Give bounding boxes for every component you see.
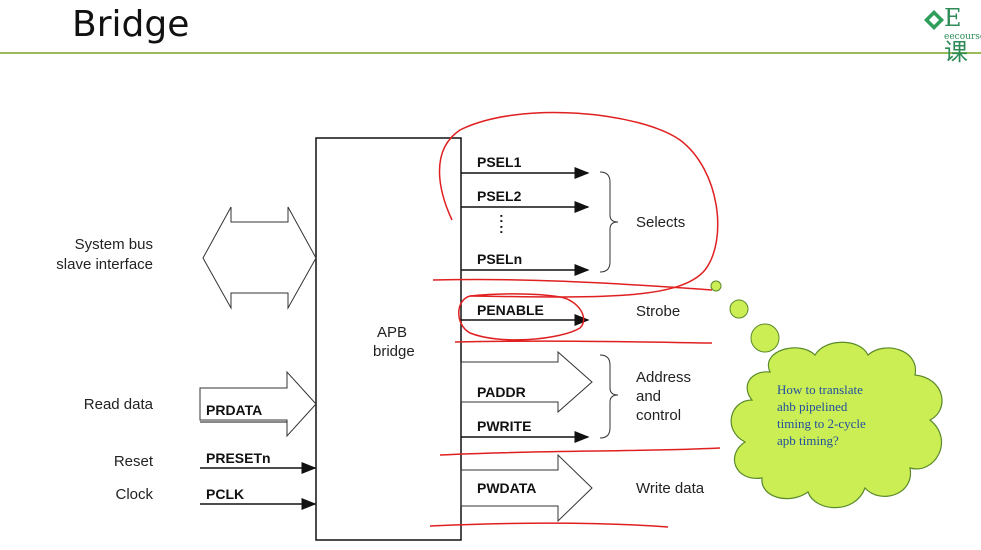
pwdata-arrow	[460, 453, 593, 523]
slave-interface-label: slave interface	[56, 256, 153, 273]
paddr-arrow	[460, 350, 593, 414]
ellipsis-dots: ::	[499, 209, 504, 236]
logo-icon	[924, 10, 944, 30]
prdata-signal: PRDATA	[206, 402, 263, 418]
clock-label: Clock	[115, 486, 153, 503]
separator-stroke-1	[432, 278, 713, 291]
psel2-signal: PSEL2	[477, 188, 522, 204]
selects-brace	[599, 171, 619, 273]
prdata-arrow	[199, 370, 317, 438]
title-divider	[0, 52, 981, 54]
psel1-signal: PSEL1	[477, 154, 522, 170]
reset-label: Reset	[113, 453, 153, 470]
pwdata-signal: PWDATA	[477, 480, 537, 496]
pseln-signal: PSELn	[477, 251, 523, 267]
write-data-label: Write data	[636, 480, 705, 497]
logo-text: E课	[944, 4, 968, 66]
system-bus-label: System bus	[74, 236, 153, 253]
thought-bubble-small	[710, 280, 722, 292]
control-label: control	[636, 407, 682, 424]
bridge-label-apb: APB	[377, 324, 408, 341]
presetn-signal: PRESETn	[206, 450, 271, 466]
penable-circle-stroke	[458, 293, 585, 341]
cloud-annotation-text: How to translate ahb pipelined timing to…	[777, 381, 917, 449]
selects-circle-stroke	[438, 111, 719, 298]
penable-signal: PENABLE	[477, 302, 544, 318]
read-data-label: Read data	[83, 396, 153, 413]
system-bus-arrow	[202, 206, 317, 310]
logo-subtext: eecourse	[944, 32, 981, 42]
separator-stroke-2	[454, 340, 713, 344]
selects-label: Selects	[636, 214, 686, 231]
thought-cloud	[730, 341, 943, 509]
apb-bridge-box	[315, 137, 462, 541]
separator-stroke-4	[429, 522, 669, 528]
cloud-line-1: How to translate	[777, 382, 863, 397]
address-brace	[599, 354, 619, 439]
pclk-signal: PCLK	[206, 486, 245, 502]
cloud-line-4: apb timing?	[777, 433, 839, 448]
strobe-label: Strobe	[636, 303, 681, 320]
address-label: Address	[636, 369, 692, 386]
and-label: and	[636, 388, 662, 405]
thought-bubble-medium	[729, 299, 749, 319]
thought-bubble-large	[750, 323, 780, 353]
paddr-signal: PADDR	[477, 384, 526, 400]
cloud-line-3: timing to 2-cycle	[777, 416, 866, 431]
bridge-label-bridge: bridge	[373, 343, 415, 360]
pwrite-signal: PWRITE	[477, 418, 532, 434]
cloud-line-2: ahb pipelined	[777, 399, 848, 414]
separator-stroke-3	[439, 447, 721, 456]
page-title: Bridge	[72, 4, 190, 45]
